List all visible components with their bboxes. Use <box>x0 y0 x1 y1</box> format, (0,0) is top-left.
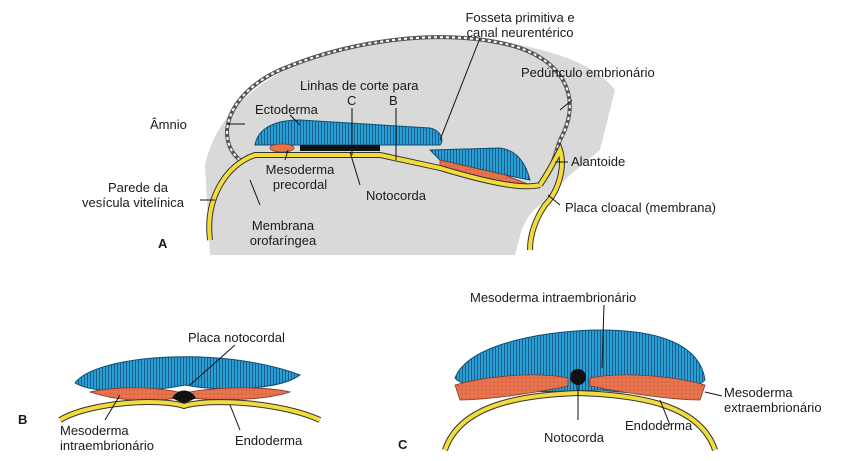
label-ectoderma: Ectoderma <box>255 102 318 117</box>
label-endoderma-c: Endoderma <box>625 418 693 433</box>
label-meso-intra-c: Mesoderma intraembrionário <box>470 290 637 305</box>
notochord-c <box>570 369 586 385</box>
label-meso-extra-line1: Mesoderma <box>724 385 793 400</box>
label-fosseta-line2: canal neurentérico <box>466 25 574 40</box>
mesoderm-c <box>454 374 569 401</box>
label-pedunculo: Pedúnculo embrionário <box>521 65 655 80</box>
label-membrana-line1: Membrana <box>251 218 315 233</box>
label-placa-notocordal: Placa notocordal <box>188 330 285 345</box>
panel-label-c: C <box>398 437 408 452</box>
label-linhas-corte: Linhas de corte para <box>300 78 419 93</box>
label-fosseta-line1: Fosseta primitiva e <box>465 10 575 25</box>
label-mesoderma-precordal-line1: Mesoderma <box>265 162 335 177</box>
label-membrana-line2: orofaríngea <box>249 233 317 248</box>
label-notocorda-c: Notocorda <box>544 430 604 445</box>
panel-a-figure <box>200 35 615 255</box>
label-cut-c: C <box>347 93 357 108</box>
label-meso-intra-b-line1: Mesoderma <box>60 423 129 438</box>
label-alantoide: Alantoide <box>571 154 626 169</box>
label-amnio: Âmnio <box>150 117 187 132</box>
panel-label-b: B <box>18 412 28 427</box>
ectoderm-b <box>74 356 302 392</box>
label-cut-b: B <box>389 93 398 108</box>
label-notocorda-a: Notocorda <box>366 188 426 203</box>
label-mesoderma-precordal-line2: precordal <box>272 177 328 192</box>
precordal-mesoderm <box>269 143 295 153</box>
label-meso-extra-line2: extraembrionário <box>724 400 822 415</box>
panel-label-a: A <box>158 236 168 251</box>
label-placa-cloacal: Placa cloacal (membrana) <box>565 200 717 215</box>
panel-c-figure <box>442 304 723 452</box>
label-parede-line1: Parede da <box>108 180 168 195</box>
chorion-shadow <box>205 36 615 255</box>
notochord-a <box>300 145 380 151</box>
label-endoderma-b: Endoderma <box>235 433 303 448</box>
ectoderm-a <box>254 119 443 146</box>
notochordal-plate <box>172 390 196 404</box>
label-parede-line2: vesícula vitelínica <box>82 195 184 210</box>
label-meso-intra-b-line2: intraembrionário <box>60 438 154 453</box>
panel-b-figure <box>58 344 322 431</box>
